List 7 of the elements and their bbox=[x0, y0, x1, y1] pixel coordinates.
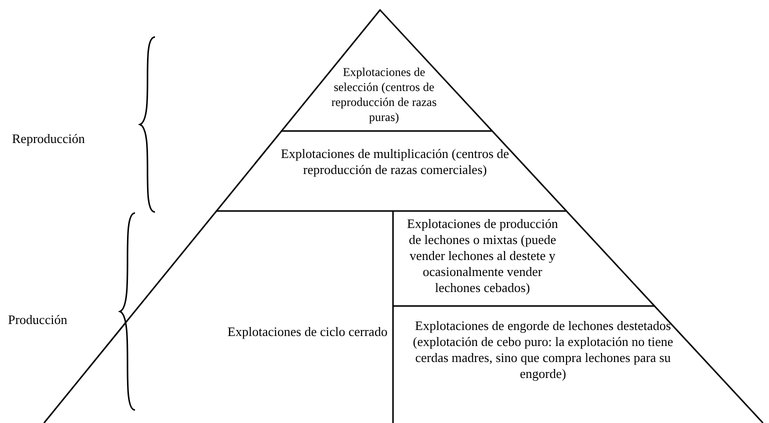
tier-text: Explotaciones de producción de lechones o mixtas (puede vender lechones al destete y ocasionalmente vender lechones cebados) bbox=[405, 216, 560, 296]
group-label: Reproducción bbox=[12, 130, 85, 147]
tier-text: Explotaciones de multiplicación (centros de reproducción de razas comerciales) bbox=[270, 146, 520, 178]
tier-text: Explotaciones de ciclo cerrado bbox=[225, 324, 390, 340]
tier-text: Explotaciones de selección (centros de reproducción de razas puras) bbox=[322, 65, 446, 125]
tier-text: Explotaciones de engorde de lechones destetados (explotación de cebo puro: la explotación no tiene cerdas madres, sino que compra lechones para su engorde) bbox=[398, 318, 688, 382]
group-label: Producción bbox=[8, 311, 68, 328]
